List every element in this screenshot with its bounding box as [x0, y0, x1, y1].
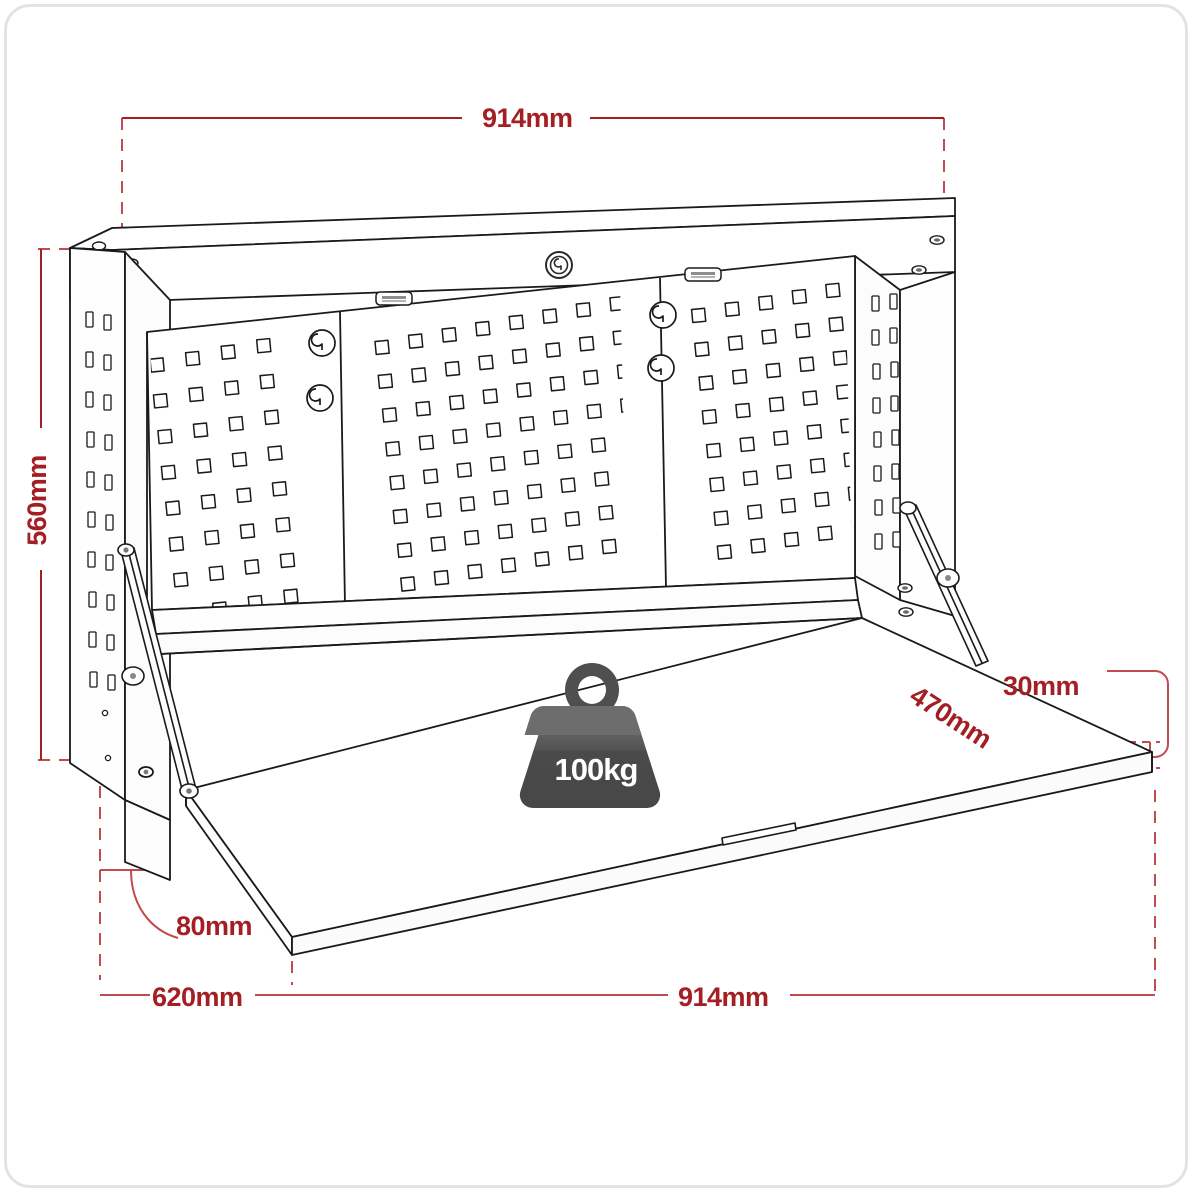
worktop-handle-slot[interactable] [721, 822, 797, 846]
left-catch [375, 291, 413, 306]
dim-label-bottom-width: 914mm [678, 982, 769, 1012]
left-panel-slots [85, 311, 116, 762]
folding-worktop [185, 617, 1153, 956]
weight-icon [519, 663, 661, 809]
cylinder-lock[interactable] [545, 251, 573, 279]
dim-label-top-width: 914mm [482, 103, 573, 133]
hook-2 [306, 384, 334, 412]
weight-label: 100kg [555, 752, 638, 787]
hook-3 [649, 301, 677, 329]
dim-left-height [38, 248, 108, 761]
lid-catches[interactable] [375, 267, 722, 306]
pegboard-holes-right [690, 282, 852, 560]
lower-rail [151, 577, 863, 655]
right-catch [684, 267, 722, 282]
dim-bottom-width [255, 790, 1156, 998]
right-support-stay [899, 501, 989, 667]
weight-badge: 100kg [519, 663, 661, 809]
dim-wall-offset [100, 869, 179, 939]
dim-label-left-height: 560mm [21, 455, 52, 546]
workbench-artwork [69, 197, 1153, 956]
left-support-stay [117, 543, 199, 799]
dim-label-top-thickness: 30mm [1003, 671, 1080, 701]
dim-label-wall-offset: 80mm [176, 911, 253, 941]
dim-label-total-depth: 620mm [152, 982, 243, 1012]
right-panel-screws [897, 583, 914, 617]
hook-1 [308, 329, 336, 357]
pegboard-hooks[interactable] [306, 301, 677, 412]
pegboard-holes-center [374, 295, 628, 592]
left-mount-bracket [124, 766, 171, 881]
hook-4 [647, 354, 675, 382]
right-panel-slots [871, 293, 901, 550]
